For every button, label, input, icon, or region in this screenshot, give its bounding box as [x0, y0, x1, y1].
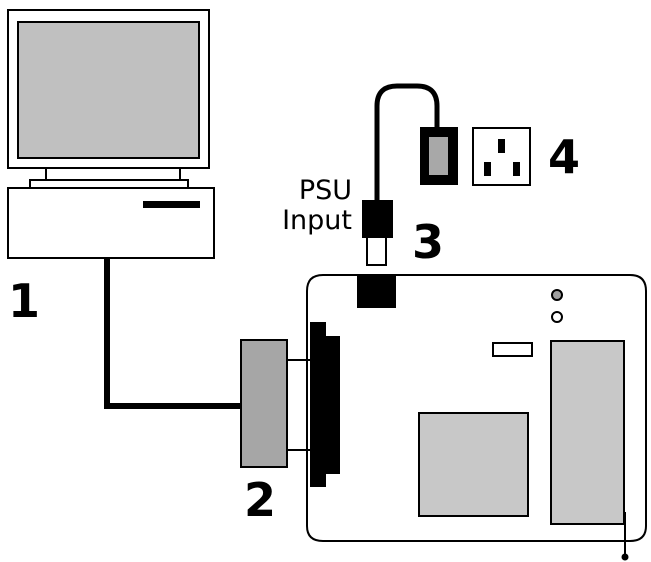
psu-brick-insert — [429, 137, 448, 175]
psu-plug-body — [362, 200, 393, 238]
adapter-body — [240, 339, 288, 468]
psu-input-label-line2: Input — [282, 205, 352, 236]
led-indicator-empty — [551, 311, 563, 323]
psu-plug-pin — [366, 236, 387, 266]
desktop-case — [7, 187, 215, 259]
mains-supply — [420, 127, 531, 186]
psu-plug — [362, 83, 440, 266]
board-edge-connector — [310, 322, 340, 487]
psu-input-label: PSU Input — [262, 176, 352, 236]
computer-cable — [104, 258, 244, 409]
label-mains-socket: 4 — [548, 130, 581, 184]
monitor-neck — [45, 167, 181, 181]
label-psu-plug: 3 — [412, 215, 445, 269]
monitor-stand — [29, 179, 189, 189]
label-adapter: 2 — [244, 473, 277, 527]
monitor-screen — [17, 21, 200, 159]
board-chip-right — [550, 340, 625, 525]
mains-socket-left-pin — [484, 162, 491, 176]
board-jumper — [492, 342, 533, 357]
adapter — [240, 322, 340, 487]
board-antenna-tip — [621, 553, 629, 561]
board-chip-left — [418, 412, 529, 517]
computer — [7, 9, 215, 259]
label-computer: 1 — [8, 274, 41, 328]
mains-socket — [472, 127, 531, 186]
board-socket — [357, 276, 396, 308]
drive-slot — [143, 201, 200, 208]
psu-input-label-line1: PSU — [298, 175, 352, 206]
psu-cable — [374, 83, 440, 200]
mains-socket-right-pin — [513, 162, 520, 176]
mains-socket-earth-pin — [498, 139, 505, 153]
led-indicator-filled — [551, 289, 563, 301]
